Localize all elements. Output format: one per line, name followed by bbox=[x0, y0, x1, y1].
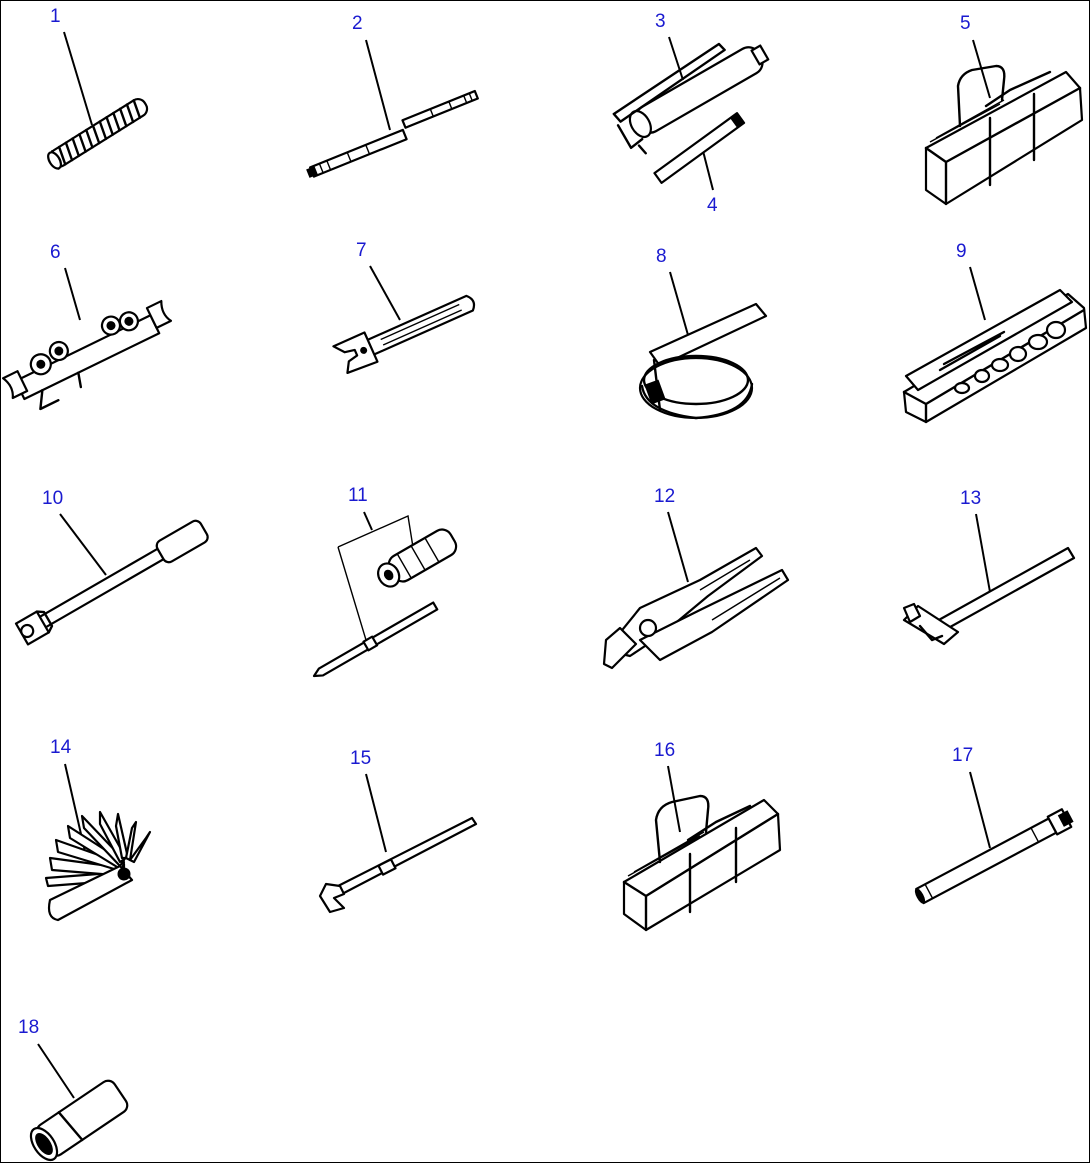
item-11-screwdriver: 11 bbox=[312, 485, 458, 678]
leader-line-6 bbox=[64, 267, 81, 321]
callout-11: 11 bbox=[348, 485, 368, 506]
item-15-pry-bar: 15 bbox=[318, 748, 478, 914]
screwdriver-bit-icon bbox=[312, 601, 439, 678]
leader-line-13 bbox=[975, 513, 991, 593]
tool-bag-icon bbox=[924, 64, 1084, 206]
callout-14: 14 bbox=[50, 737, 72, 758]
item-13-hammer: 13 bbox=[902, 488, 1076, 646]
callout-4: 4 bbox=[707, 195, 718, 216]
item-17-bar: 17 bbox=[914, 745, 1074, 905]
item-7-adjustable-wrench: 7 bbox=[332, 240, 476, 375]
leader-line-18 bbox=[37, 1043, 75, 1099]
item-10-socket-handle: 10 bbox=[14, 488, 209, 646]
item-3-grease-gun: 3 4 bbox=[612, 11, 770, 216]
spanner-set-icon bbox=[2, 299, 173, 411]
callout-18: 18 bbox=[18, 1017, 39, 1038]
item-16-tool-bag: 16 bbox=[622, 740, 782, 932]
callout-17: 17 bbox=[952, 745, 973, 766]
item-8-filter-wrench: 8 bbox=[638, 246, 768, 420]
deep-socket-icon bbox=[29, 1079, 129, 1162]
callout-12: 12 bbox=[654, 486, 675, 507]
callout-5: 5 bbox=[960, 13, 971, 34]
callout-1: 1 bbox=[50, 6, 61, 27]
grease-tube-icon bbox=[653, 112, 746, 184]
bar-icon bbox=[914, 808, 1074, 905]
leader-line-8 bbox=[669, 271, 689, 336]
coil-spring-icon bbox=[47, 98, 149, 170]
extension-bar-long-icon bbox=[306, 128, 408, 178]
callout-9: 9 bbox=[956, 241, 967, 262]
callout-2: 2 bbox=[352, 13, 363, 34]
item-9-socket-set: 9 bbox=[902, 241, 1088, 424]
callout-10: 10 bbox=[42, 488, 63, 509]
leader-line-10 bbox=[59, 513, 107, 576]
leader-line-17 bbox=[969, 771, 991, 849]
socket-case-icon bbox=[902, 288, 1088, 424]
leader-line-9 bbox=[969, 266, 986, 321]
extension-bar-short-icon bbox=[401, 89, 479, 129]
grease-gun-icon bbox=[612, 42, 770, 155]
leader-line-2 bbox=[365, 39, 391, 131]
callout-16: 16 bbox=[654, 740, 675, 761]
leader-line-11 bbox=[363, 511, 373, 531]
item-6-spanner-set: 6 bbox=[2, 242, 173, 411]
item-18-deep-socket: 18 bbox=[18, 1017, 129, 1162]
feeler-gauge-icon bbox=[44, 810, 152, 922]
tool-bag-2-icon bbox=[622, 794, 782, 932]
leader-line-15 bbox=[365, 773, 387, 853]
callout-13: 13 bbox=[960, 488, 981, 509]
screwdriver-handle-icon bbox=[377, 528, 458, 588]
leader-line-1 bbox=[63, 31, 93, 126]
leader-line-7 bbox=[369, 265, 401, 321]
callout-15: 15 bbox=[350, 748, 371, 769]
item-14-feeler-gauge: 14 bbox=[44, 737, 152, 922]
item-5-tool-bag: 5 bbox=[924, 13, 1084, 206]
leader-line-12 bbox=[667, 511, 689, 583]
pliers-icon bbox=[602, 546, 790, 670]
callout-8: 8 bbox=[656, 246, 667, 267]
callout-7: 7 bbox=[356, 240, 367, 261]
adjustable-wrench-icon bbox=[332, 294, 476, 375]
leader-line-16 bbox=[667, 765, 681, 833]
filter-wrench-icon bbox=[638, 302, 768, 420]
item-2-extension-bars: 2 bbox=[306, 13, 479, 178]
callout-3: 3 bbox=[655, 11, 666, 32]
item-1-spring: 1 bbox=[47, 6, 149, 170]
socket-handle-icon bbox=[14, 519, 209, 646]
hammer-icon bbox=[902, 546, 1076, 646]
item-12-pliers: 12 bbox=[602, 486, 790, 670]
pry-bar-icon bbox=[318, 816, 478, 914]
leader-line-3 bbox=[668, 36, 684, 81]
callout-6: 6 bbox=[50, 242, 61, 263]
leader-line-4 bbox=[701, 146, 714, 191]
